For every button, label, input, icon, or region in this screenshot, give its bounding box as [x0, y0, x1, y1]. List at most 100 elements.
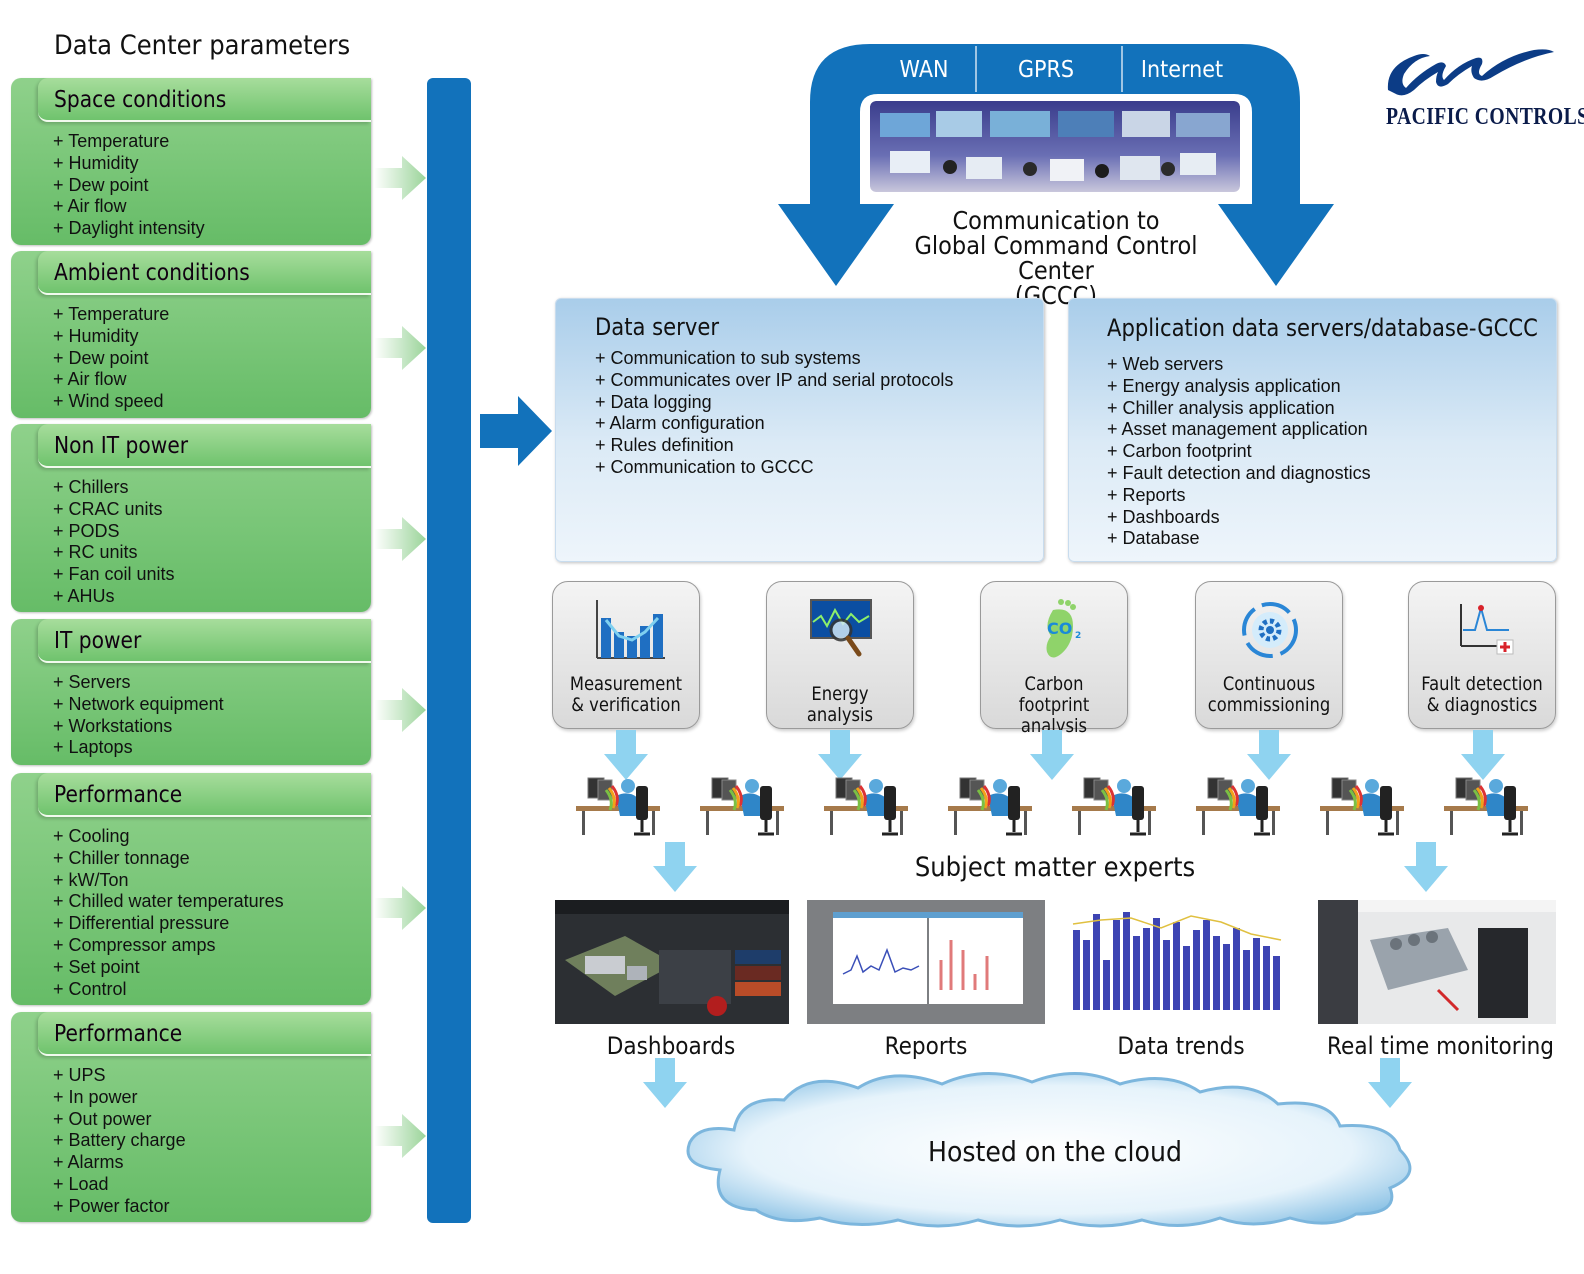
parameter-list: + Chillers + CRAC units + PODS + RC unit… [53, 477, 175, 608]
pacific-controls-logo-icon [1387, 49, 1554, 96]
list-item: + Asset management application [1107, 419, 1368, 440]
list-item: + Network equipment [53, 693, 224, 714]
app-server-title: Application data servers/database-GCCC [1107, 314, 1538, 342]
arrow-right-icon [374, 326, 426, 370]
panel-title: Ambient conditions [54, 260, 250, 286]
panel-title: IT power [54, 628, 142, 654]
data-server-box: Data server + Communication to sub syste… [555, 298, 1044, 562]
control-room-photo [870, 101, 1240, 192]
output-label-dashboards: Dashboards [606, 1032, 736, 1060]
list-item: + Humidity [53, 152, 139, 173]
list-item: + Dew point [53, 174, 149, 195]
list-item: + Dashboards [1107, 506, 1220, 527]
list-item: + Temperature [53, 304, 170, 324]
data-collector-bar [427, 78, 471, 1223]
arrow-right-icon [374, 156, 426, 200]
reports-screenshot [807, 900, 1045, 1024]
list-item: + Load [53, 1173, 109, 1194]
data-server-title: Data server [595, 313, 719, 341]
gear-cycle-icon [1242, 602, 1298, 658]
dashboard-screenshot [555, 900, 789, 1024]
panel-space-conditions: Space conditions + Temperature + Humidit… [11, 78, 371, 245]
list-item: + Cooling [53, 826, 130, 846]
parameter-list: + UPS + In power + Out power + Battery c… [53, 1065, 186, 1218]
svg-text:2: 2 [1075, 631, 1081, 641]
list-item: + Rules definition [595, 435, 734, 456]
list-item: + UPS [53, 1065, 106, 1085]
list-item: + Out power [53, 1108, 152, 1129]
list-item: + Chilled water temperatures [53, 891, 284, 912]
analysis-energy: Energy analysis [766, 581, 914, 729]
app-server-list: + Web servers + Energy analysis applicat… [1107, 354, 1371, 550]
arrow-down-icon [643, 1058, 687, 1108]
list-item: + Alarms [53, 1152, 124, 1173]
network-label-internet: Internet [1140, 57, 1224, 83]
arrow-down-icon [1030, 730, 1074, 780]
list-item: + Daylight intensity [53, 218, 205, 239]
list-item: + CRAC units [53, 498, 163, 519]
experts-label: Subject matter experts [914, 852, 1196, 883]
expert-workstation-icon [1072, 776, 1156, 837]
expert-workstation-icon [700, 776, 784, 837]
arrow-right-icon [374, 886, 426, 930]
list-item: + Power factor [53, 1195, 170, 1216]
list-item: + Laptops [53, 737, 133, 758]
list-item: + Communication to GCCC [595, 456, 814, 477]
output-label-data-trends: Data trends [1117, 1032, 1245, 1060]
panel-non-it-power: Non IT power + Chillers + CRAC units + P… [11, 424, 371, 612]
list-item: + Temperature [53, 131, 170, 151]
energy-monitor-icon [810, 599, 872, 657]
panel-performance-ups: Performance + UPS + In power + Out power… [11, 1012, 371, 1222]
panel-title: Space conditions [54, 87, 227, 113]
list-item: + In power [53, 1086, 138, 1107]
page-title: Data Center parameters [54, 30, 351, 61]
list-item: + Carbon footprint [1107, 441, 1252, 462]
arrow-down-icon [818, 730, 862, 780]
output-label-reports: Reports [884, 1032, 968, 1060]
list-item: + Chiller analysis application [1107, 397, 1335, 418]
panel-title: Performance [54, 782, 183, 808]
network-label-gprs: GPRS [1017, 57, 1075, 83]
parameter-list: + Temperature + Humidity + Dew point + A… [53, 304, 169, 413]
list-item: + Humidity [53, 325, 139, 346]
cloud-shape [686, 1072, 1412, 1228]
arrow-down-icon [1461, 730, 1505, 780]
co2-footprint-icon: CO 2 [1046, 599, 1081, 658]
list-item: + Fan coil units [53, 564, 175, 585]
bar-chart-icon [596, 600, 665, 659]
network-label-wan: WAN [899, 57, 949, 83]
arrow-down-icon [1247, 730, 1291, 780]
list-item: + Differential pressure [53, 913, 230, 934]
list-item: + kW/Ton [53, 869, 129, 890]
fault-graph-icon [1460, 604, 1514, 655]
parameter-list: + Cooling + Chiller tonnage + kW/Ton + C… [53, 826, 284, 1000]
realtime-monitoring-screenshot [1318, 900, 1556, 1024]
list-item: + Web servers [1107, 354, 1224, 374]
cloud-label: Hosted on the cloud [928, 1135, 1182, 1168]
data-trends-screenshot [1061, 900, 1299, 1024]
parameter-list: + Servers + Network equipment + Workstat… [53, 672, 224, 759]
panel-performance-cooling: Performance + Cooling + Chiller tonnage … [11, 773, 371, 1005]
list-item: + Database [1107, 528, 1200, 549]
list-item: + Chiller tonnage [53, 847, 190, 868]
output-label-real-time-monitoring: Real time monitoring [1327, 1032, 1555, 1060]
list-item: + Alarm configuration [595, 413, 765, 434]
arrow-down-icon [1404, 842, 1448, 892]
communication-loop-arrow [778, 44, 1334, 286]
panel-title: Performance [54, 1021, 183, 1047]
list-item: + Air flow [53, 196, 127, 217]
expert-workstation-icon [576, 776, 660, 837]
company-logo-text: PACIFIC CONTROLS [1386, 104, 1584, 130]
analysis-fault-detection: Fault detection & diagnostics [1408, 581, 1556, 729]
list-item: + Air flow [53, 369, 127, 390]
list-item: + Wind speed [53, 391, 164, 412]
list-item: + Reports [1107, 484, 1186, 505]
panel-ambient-conditions: Ambient conditions + Temperature + Humid… [11, 251, 371, 418]
list-item: + Fault detection and diagnostics [1107, 462, 1371, 483]
arrow-down-icon [604, 730, 648, 780]
list-item: + Servers [53, 672, 131, 692]
analysis-continuous-commissioning: Continuous commissioning [1195, 581, 1343, 729]
arrow-down-icon [1368, 1058, 1412, 1108]
list-item: + Set point [53, 956, 140, 977]
panel-it-power: IT power + Servers + Network equipment +… [11, 619, 371, 765]
